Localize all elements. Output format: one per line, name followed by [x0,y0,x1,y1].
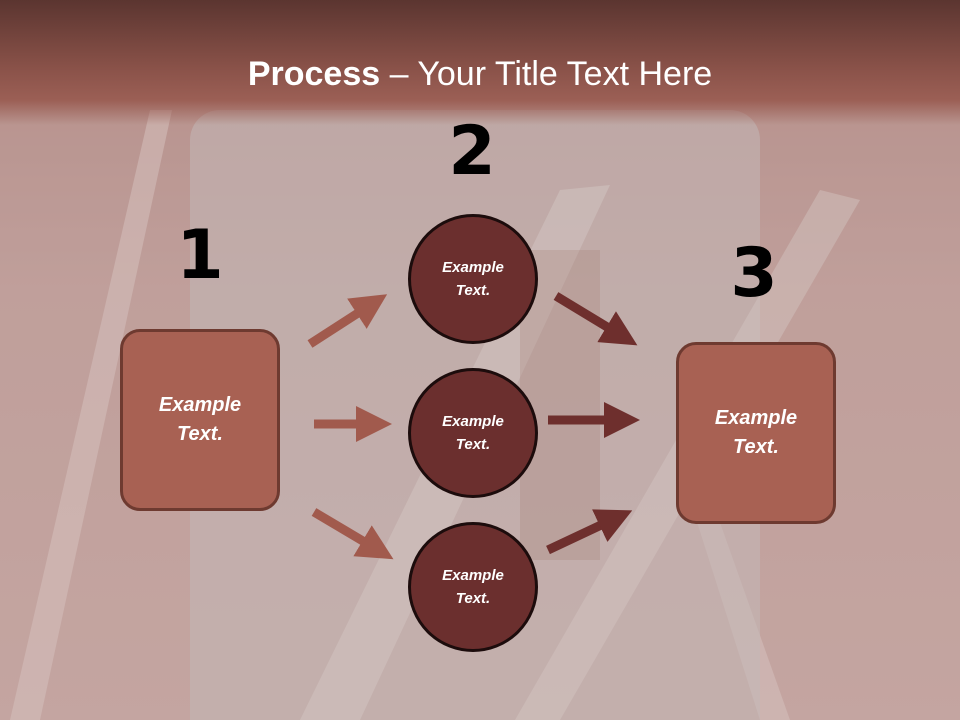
step-number-2: 2 [448,112,496,191]
circle-top: Example Text. [408,214,538,344]
title-rest: – Your Title Text Here [380,55,713,93]
slide-title: Process – Your Title Text Here [0,52,960,96]
step-number-3: 3 [730,234,778,313]
step-number-1: 1 [176,216,224,295]
circle-middle: Example Text. [408,368,538,498]
left-box-text: Example Text. [158,394,242,445]
arrow-right-down [546,509,633,555]
arrow-left-up [307,294,388,348]
arrow-right-up [553,292,638,346]
right-box: Example Text. [676,342,836,524]
circle-bottom-text: Example Text. [442,567,504,607]
arrow-left-down [311,508,394,560]
left-box: Example Text. [120,329,280,511]
circle-middle-text: Example Text. [442,413,504,453]
circle-top-text: Example Text. [442,259,504,299]
circle-bottom: Example Text. [408,522,538,652]
title-bold: Process [247,55,381,93]
right-box-text: Example Text. [714,407,798,458]
header-band [0,0,960,125]
